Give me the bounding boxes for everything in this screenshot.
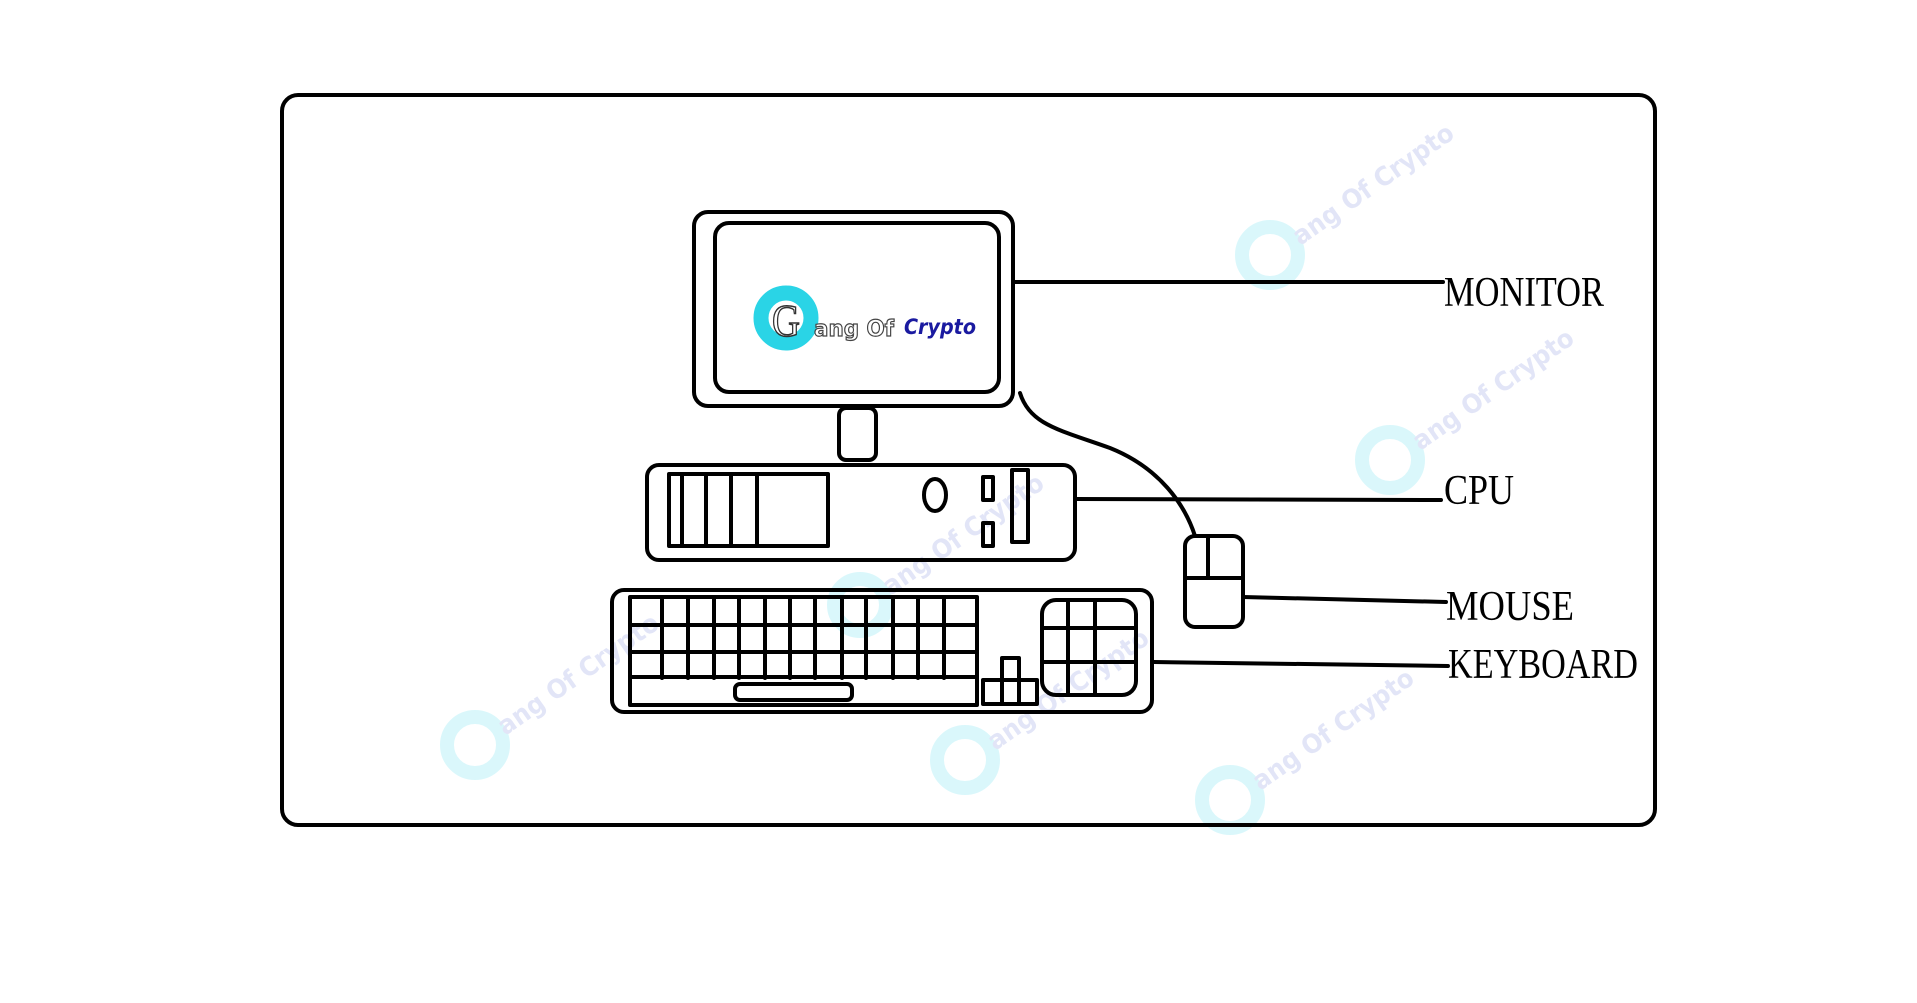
usb-port xyxy=(981,521,995,548)
logo: G ang Of Crypto xyxy=(753,285,976,351)
mouse xyxy=(1018,391,1245,629)
spacebar xyxy=(733,682,854,702)
keyboard-body xyxy=(610,588,1154,714)
label-keyboard: KEYBOARD xyxy=(1448,642,1638,688)
watermark: ang Of Crypto xyxy=(1247,663,1420,797)
keyboard-leader-line xyxy=(1152,660,1450,668)
watermark: ang Of Crypto xyxy=(1287,118,1460,252)
logo-letter: G xyxy=(772,295,800,346)
key-dividers xyxy=(660,595,946,680)
diagram-frame xyxy=(280,93,1657,827)
watermark: ang Of Crypto xyxy=(877,468,1050,602)
drive-bays xyxy=(667,472,830,548)
usb-port xyxy=(981,475,995,502)
monitor-bezel xyxy=(692,210,1015,408)
mouse-body xyxy=(1183,534,1245,629)
mouse-cable xyxy=(1018,391,1197,538)
mouse-leader-line xyxy=(1241,595,1448,604)
watermark: ang Of Crypto xyxy=(1407,323,1580,457)
logo-text-crypto: Crypto xyxy=(904,315,976,339)
label-monitor: MONITOR xyxy=(1444,270,1604,316)
label-cpu: CPU xyxy=(1444,468,1514,514)
logo-text-ang: ang Of xyxy=(814,317,894,342)
keyboard xyxy=(610,588,1154,714)
cpu-case xyxy=(645,463,1077,562)
cpu xyxy=(645,463,1077,562)
monitor-stand xyxy=(837,406,878,462)
label-mouse: MOUSE xyxy=(1446,584,1574,630)
numpad xyxy=(1040,598,1138,697)
arrow-keys xyxy=(981,656,1039,706)
power-button xyxy=(922,477,948,513)
disc-slot xyxy=(1010,468,1030,544)
monitor-screen xyxy=(713,221,1001,394)
monitor: G ang Of Crypto xyxy=(692,210,1015,462)
cpu-leader-line xyxy=(1074,497,1443,502)
watermark: ang Of Crypto xyxy=(492,608,665,742)
